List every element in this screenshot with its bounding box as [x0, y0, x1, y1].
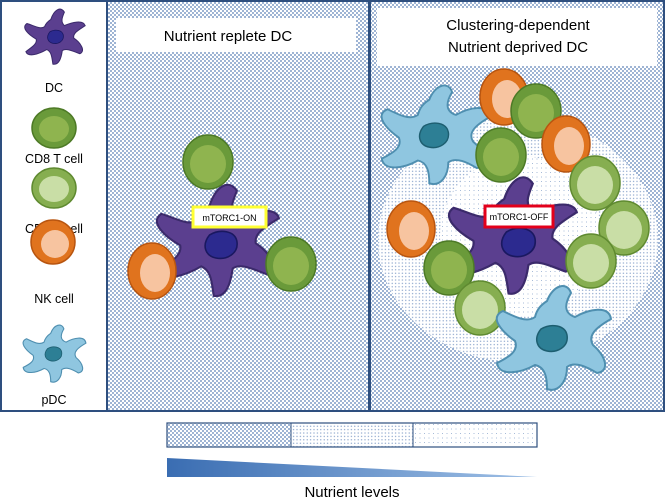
- nk-cell: [541, 115, 591, 173]
- nk-cell: [386, 200, 436, 258]
- cd4-t-cell: [598, 200, 650, 256]
- scale-segment-high: [167, 423, 291, 447]
- mtorc1-on-label: mTORC1-ON: [202, 213, 256, 223]
- nutrient-levels-label: Nutrient levels: [304, 484, 399, 500]
- right-panel-title-box: [377, 8, 657, 66]
- right-panel-title-line2: Nutrient deprived DC: [448, 39, 588, 56]
- cd8-t-cell: [182, 134, 234, 190]
- dc-legend-icon: [24, 8, 86, 65]
- dc-cell: [447, 176, 579, 295]
- pdc-legend-label: pDC: [41, 393, 66, 407]
- legend-panel: DC CD8 T cell CD4 T cell NK cell pDC: [0, 0, 108, 412]
- pdc-cell: [380, 84, 492, 185]
- left-panel-title-box: [116, 18, 356, 52]
- nutrient-gradient-wedge: [167, 458, 537, 477]
- nk-legend-icon: [30, 219, 76, 265]
- dc-legend-label: DC: [45, 81, 63, 95]
- cd4-t-cell: [565, 233, 617, 289]
- cd8-legend-label: CD8 T cell: [25, 152, 83, 166]
- nk-legend-label: NK cell: [34, 292, 74, 306]
- nk-cell: [127, 242, 177, 300]
- dc-cell: [155, 183, 281, 297]
- mtorc1-off-label: mTORC1-OFF: [490, 212, 549, 222]
- scale-segment-low: [413, 423, 537, 447]
- scale-bar-border: [166, 422, 538, 448]
- mtorc1-on-tag: [191, 205, 268, 229]
- cd4-legend-icon: [31, 167, 77, 209]
- left-panel-title: Nutrient replete DC: [164, 28, 293, 45]
- right-panel: Clustering-dependent Nutrient deprived D…: [369, 0, 665, 412]
- left-panel: Nutrient replete DC mTORC1-ON: [106, 0, 370, 412]
- mtorc1-off-tag: [483, 204, 555, 229]
- cd8-legend-icon: [31, 107, 77, 149]
- nutrient-scale: Nutrient levels: [166, 422, 538, 500]
- pdc-cell: [495, 285, 613, 391]
- scale-segment-medium: [291, 423, 413, 447]
- cd4-t-cell: [454, 280, 506, 336]
- cd4-t-cell: [569, 155, 621, 211]
- cd8-t-cell: [265, 236, 317, 292]
- cd8-t-cell: [475, 127, 527, 183]
- pdc-legend-icon: [22, 324, 87, 383]
- right-panel-title-line1: Clustering-dependent: [446, 17, 590, 34]
- cd8-t-cell: [423, 240, 475, 296]
